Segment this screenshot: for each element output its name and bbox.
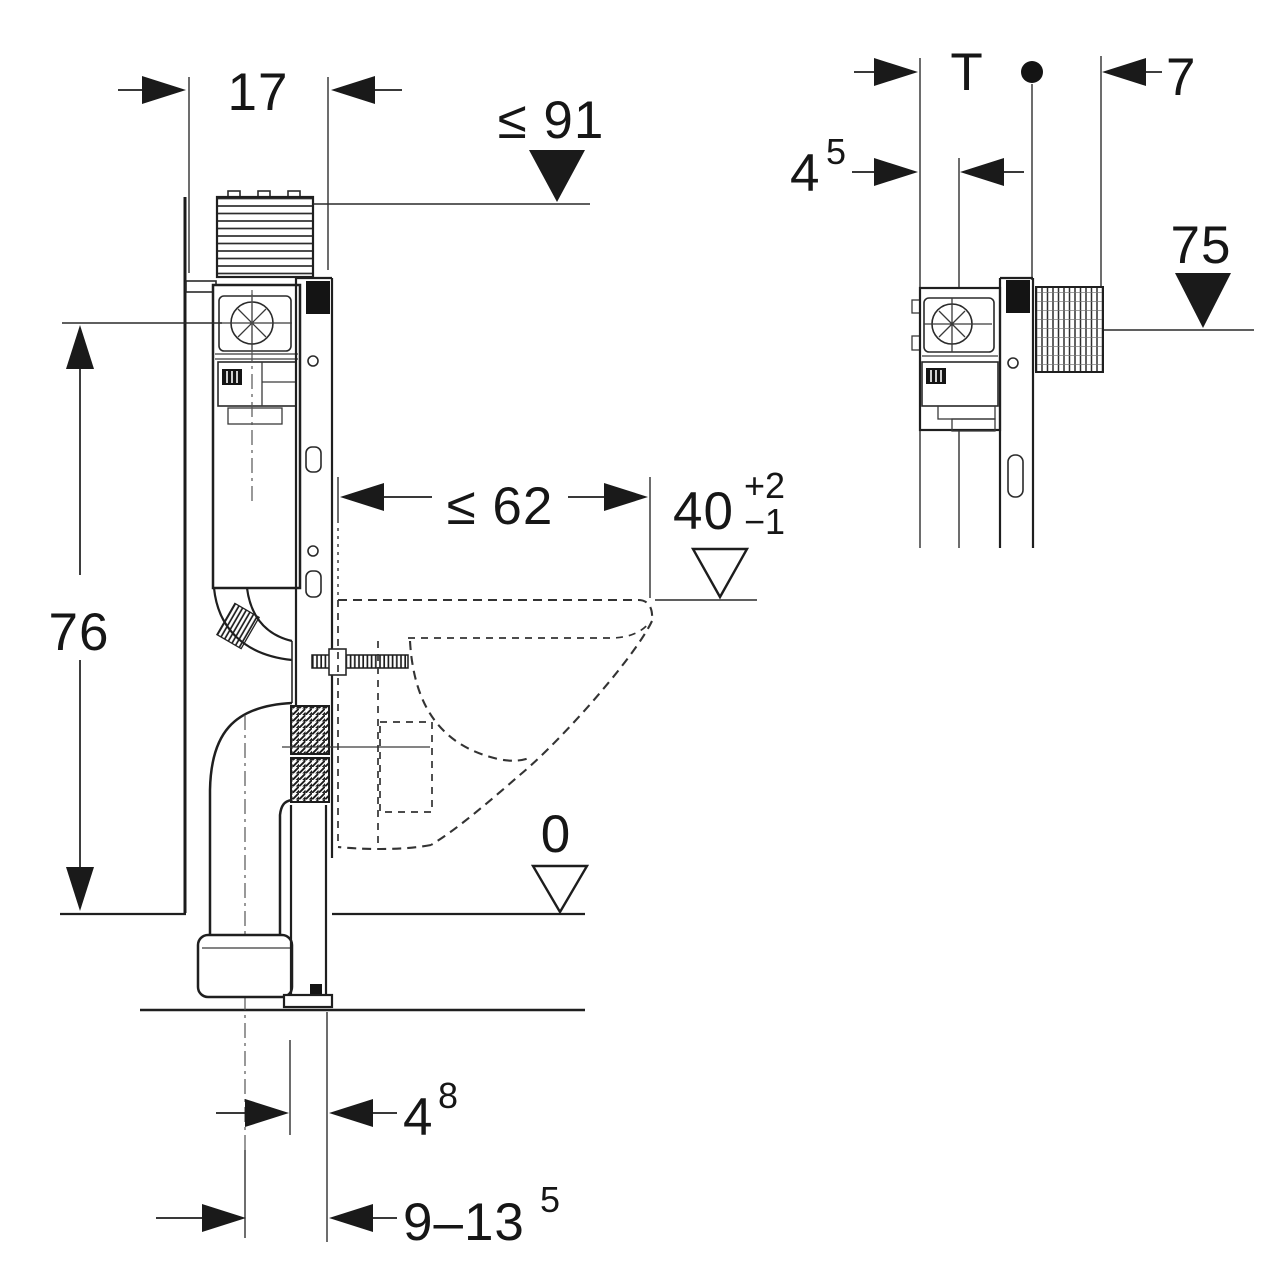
level-marker-open	[530, 864, 590, 915]
dim-arrow	[604, 483, 648, 511]
rail-clip	[1006, 280, 1030, 313]
rail-clip	[306, 281, 330, 314]
dim-foot-offset-label: 4	[403, 1088, 433, 1147]
dim-floor-level: 0	[530, 805, 590, 915]
rod-nut	[328, 648, 347, 676]
dim-arrow	[340, 483, 384, 511]
dim-valve-center-height-label: 76	[49, 603, 110, 662]
dim-frame-depth-label: 4	[790, 144, 820, 203]
level-marker-filled	[1175, 273, 1231, 328]
dim-arrow	[245, 1099, 289, 1127]
dim-arrow	[66, 325, 94, 369]
dim-bowl-top-height-label: 40	[673, 482, 734, 541]
dim-front-offset-label: 7	[1166, 48, 1196, 107]
cistern	[185, 280, 302, 590]
dim-frame-depth: 4 5	[790, 131, 1024, 203]
dim-frame-width-label: 17	[228, 63, 289, 122]
dim-arrow	[202, 1204, 246, 1232]
rail-slot	[1007, 454, 1024, 498]
dim-front-offset: 7	[1102, 48, 1196, 107]
dim-frame-width: 17	[118, 63, 402, 273]
dim-arrow	[329, 1204, 373, 1232]
front-view: 17 ≤ 91 76 ≤ 62 40 +2	[49, 63, 786, 1252]
bowl-socket-box	[379, 721, 433, 813]
dim-foot-offset-sup: 8	[438, 1075, 458, 1116]
drain-elbow	[196, 701, 294, 1150]
level-marker-filled	[529, 150, 585, 202]
dim-wall-finish: T	[854, 43, 1043, 102]
dim-outlet-distance-sup: 5	[540, 1179, 560, 1220]
wc-bowl-outline	[337, 598, 654, 851]
dim-bowl-top-height-tol-plus: +2	[744, 465, 785, 506]
dim-outlet-distance-label: 9–13	[403, 1193, 525, 1252]
foot-plate	[282, 993, 334, 1009]
side-view: T 7 4 5	[790, 43, 1254, 548]
cistern-divider	[215, 353, 298, 360]
wc-connection-sockets	[282, 705, 430, 803]
dim-arrow	[331, 76, 375, 104]
outlet-box	[196, 933, 294, 999]
dim-arrow	[874, 158, 918, 186]
dim-outlet-distance: 9–13 5	[156, 1150, 560, 1252]
dim-foot-offset: 4 8	[216, 1012, 458, 1242]
dim-frame-depth-sup: 5	[826, 131, 846, 172]
dim-side-level-height-label: 75	[1171, 216, 1232, 275]
dim-max-top-height-label: ≤ 91	[498, 91, 605, 150]
dim-max-bowl-depth-label: ≤ 62	[447, 477, 554, 536]
dim-floor-level-label: 0	[541, 805, 571, 864]
dim-arrow	[142, 76, 186, 104]
rail-slot	[305, 570, 322, 598]
dim-bowl-top-height-tol-minus: −1	[744, 501, 785, 542]
level-marker-open	[690, 547, 750, 600]
dim-arrow	[66, 867, 94, 911]
dim-max-top-height: ≤ 91	[498, 91, 605, 202]
dim-side-level-height: 75	[1104, 216, 1254, 331]
reference-dot	[1021, 61, 1043, 83]
finished-wall-block	[1035, 286, 1104, 373]
top-wall-block	[215, 190, 315, 279]
cistern-section	[911, 286, 1002, 432]
rail-slot	[305, 446, 322, 473]
dim-bowl-top-height: 40 +2 −1	[655, 465, 785, 601]
flush-bend-pipe	[212, 587, 293, 703]
dim-arrow	[960, 158, 1004, 186]
dim-max-bowl-depth: ≤ 62	[337, 477, 651, 598]
dim-wall-finish-label: T	[950, 43, 983, 102]
frame-foot	[282, 805, 334, 1009]
dim-arrow	[874, 58, 918, 86]
dim-arrow	[329, 1099, 373, 1127]
threaded-rod	[311, 648, 409, 676]
frame-rail	[294, 276, 334, 858]
supply-stub	[185, 280, 217, 293]
dim-arrow	[1102, 58, 1146, 86]
frame-rail-section	[998, 276, 1035, 548]
dim-valve-center-height: 76	[49, 322, 222, 911]
cistern-bracket	[227, 407, 283, 425]
